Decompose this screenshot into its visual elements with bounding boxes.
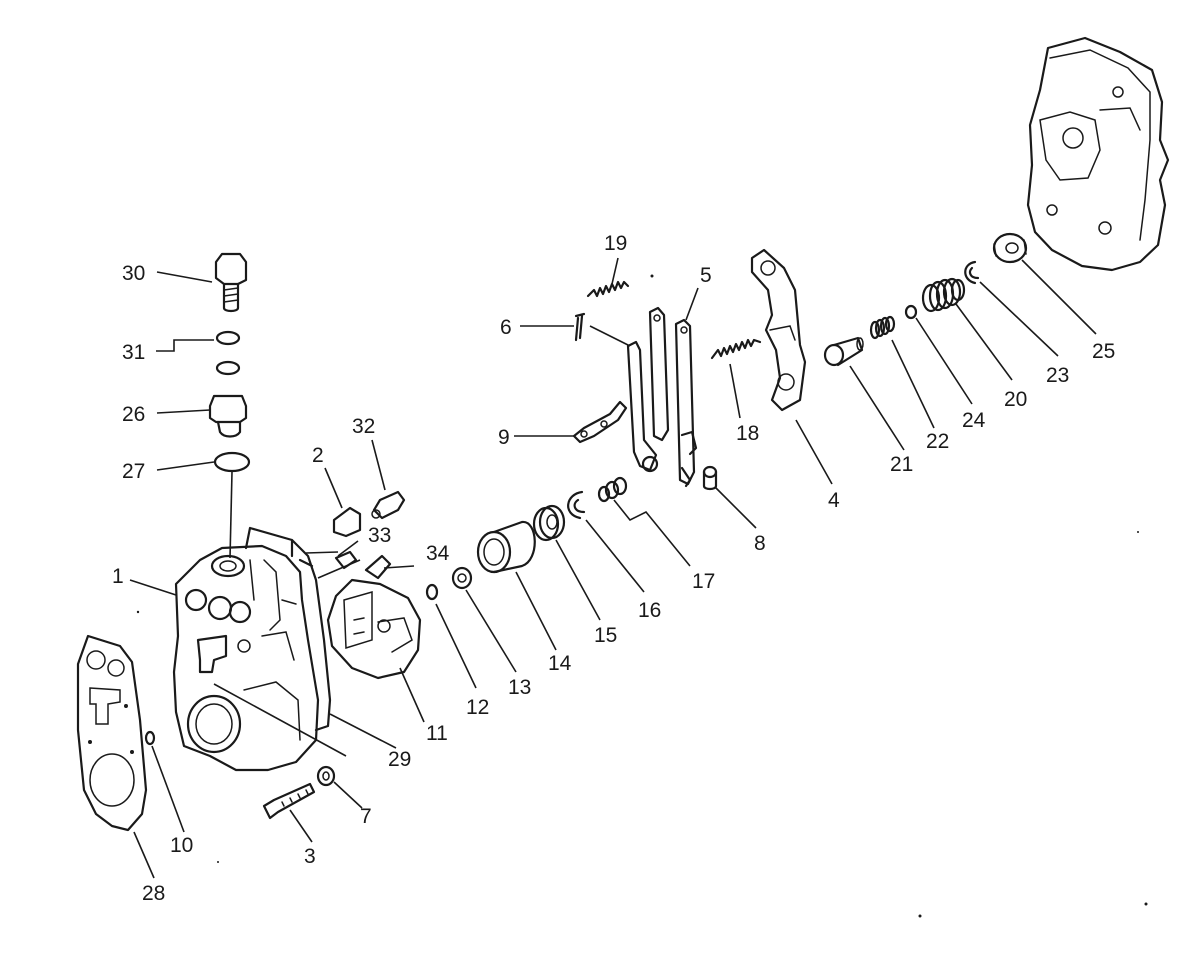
part-9-link-bolt bbox=[572, 400, 628, 444]
part-33-fitting bbox=[334, 550, 358, 570]
part-4-lever bbox=[750, 248, 807, 412]
part-22-spring bbox=[869, 315, 896, 340]
part-25-nut bbox=[992, 232, 1028, 264]
part-20-spring bbox=[921, 277, 966, 313]
callout-2: 2 bbox=[312, 444, 324, 467]
callout-19: 19 bbox=[604, 232, 627, 255]
part-23-snap-ring bbox=[964, 260, 980, 285]
callout-22: 22 bbox=[926, 430, 949, 453]
part-10-o-ring bbox=[144, 730, 156, 746]
callout-7: 7 bbox=[360, 805, 372, 828]
part-30-plug-bolt bbox=[214, 252, 248, 313]
part-16-snap-ring bbox=[567, 490, 586, 520]
callout-34: 34 bbox=[426, 542, 450, 565]
part-29-gasket bbox=[244, 526, 332, 732]
part-18-spring bbox=[710, 338, 762, 360]
callout-16: 16 bbox=[638, 599, 661, 622]
callout-12: 12 bbox=[466, 696, 489, 719]
callout-6: 6 bbox=[500, 316, 512, 339]
part-31-washer-a bbox=[215, 330, 241, 346]
part-31-washer-b bbox=[215, 360, 241, 376]
part-3-bolt bbox=[262, 782, 316, 820]
part-19-spring bbox=[586, 280, 630, 298]
callout-17: 17 bbox=[692, 570, 715, 593]
leader-lines bbox=[129, 257, 1097, 879]
part-24-washer bbox=[904, 304, 918, 320]
part-17-washers bbox=[597, 476, 628, 503]
part-26-plug bbox=[208, 394, 248, 438]
callout-27: 27 bbox=[122, 460, 145, 483]
callout-28: 28 bbox=[142, 882, 165, 905]
callout-32: 32 bbox=[352, 415, 375, 438]
part-8-pin bbox=[702, 465, 718, 491]
part-7-nut bbox=[316, 765, 336, 787]
part-15-bearing bbox=[532, 504, 566, 542]
callout-30: 30 bbox=[122, 262, 145, 285]
part-32-fitting bbox=[371, 490, 406, 520]
scan-specks bbox=[136, 274, 1148, 918]
callout-15: 15 bbox=[594, 624, 617, 647]
callout-10: 10 bbox=[170, 834, 193, 857]
callout-11: 11 bbox=[426, 722, 448, 745]
part-2-bracket bbox=[332, 506, 362, 538]
part-27-washer bbox=[213, 451, 251, 473]
part-34-fitting bbox=[364, 554, 392, 580]
callout-21: 21 bbox=[890, 453, 913, 476]
callout-33: 33 bbox=[368, 524, 391, 547]
callout-25: 25 bbox=[1092, 340, 1115, 363]
callout-31: 31 bbox=[122, 341, 145, 364]
callout-4: 4 bbox=[828, 489, 840, 512]
callout-9: 9 bbox=[498, 426, 510, 449]
callout-24: 24 bbox=[962, 409, 986, 432]
part-1-governor-housing bbox=[172, 544, 320, 772]
callout-29: 29 bbox=[388, 748, 411, 771]
callout-3: 3 bbox=[304, 845, 316, 868]
part-21-pin bbox=[823, 336, 864, 367]
callout-14: 14 bbox=[548, 652, 572, 675]
callout-5: 5 bbox=[700, 264, 712, 287]
callout-23: 23 bbox=[1046, 364, 1069, 387]
callout-labels: 1 2 3 4 5 6 7 8 9 10 11 12 13 14 15 16 1… bbox=[112, 232, 1115, 905]
part-14-sleeve bbox=[476, 520, 536, 574]
callout-1: 1 bbox=[112, 565, 124, 588]
part-11-flyweight bbox=[326, 578, 422, 680]
part-25-housing-cover bbox=[1026, 36, 1170, 272]
callout-18: 18 bbox=[736, 422, 759, 445]
callout-13: 13 bbox=[508, 676, 531, 699]
part-5-link-plates bbox=[626, 306, 698, 488]
part-6-cotter-pin bbox=[574, 312, 586, 342]
part-13-nut bbox=[451, 566, 473, 590]
callout-26: 26 bbox=[122, 403, 145, 426]
callout-8: 8 bbox=[754, 532, 766, 555]
callout-20: 20 bbox=[1004, 388, 1027, 411]
part-12-washer bbox=[425, 583, 439, 601]
part-28-gasket-plate bbox=[76, 634, 148, 832]
